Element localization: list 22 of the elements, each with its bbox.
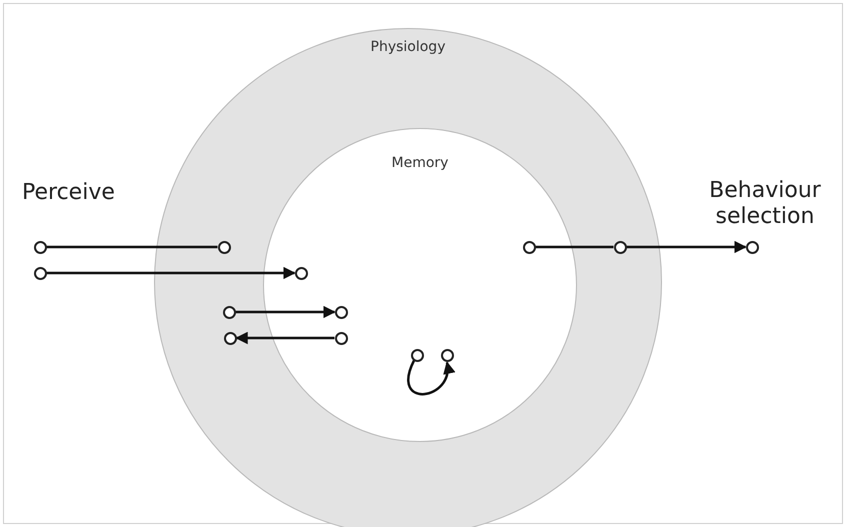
node-circle (410, 348, 424, 362)
node-circle (294, 266, 308, 280)
arrow (626, 240, 747, 254)
node-circle (334, 306, 348, 318)
arrow (236, 306, 336, 318)
arrow (407, 360, 454, 396)
arrow (235, 332, 334, 344)
heading-label: Behaviour selection (708, 178, 822, 230)
node-circle (218, 240, 230, 254)
arrow (46, 266, 296, 280)
node-circle (746, 240, 758, 254)
node-circle (522, 240, 536, 254)
heading-label: Perceive (22, 180, 116, 206)
node-circle (34, 240, 46, 254)
node-circle (334, 332, 348, 344)
node-circle (34, 266, 46, 280)
node-circle (440, 348, 454, 362)
region-label: Physiology (370, 39, 446, 55)
node-circle (224, 332, 236, 344)
region-label: Memory (390, 155, 450, 171)
node-circle (614, 240, 626, 254)
node-circle (222, 306, 236, 318)
